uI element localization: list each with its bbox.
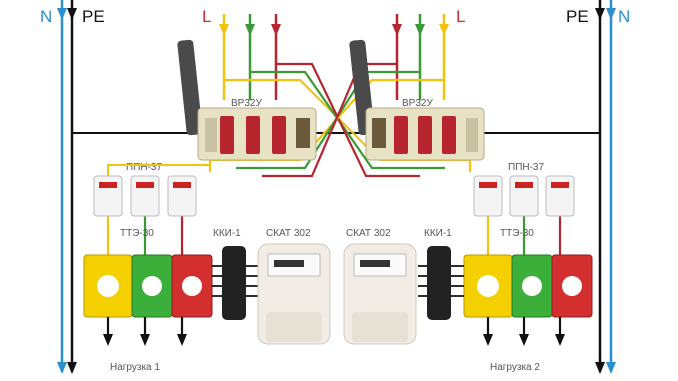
right-meter[interactable] [343,243,417,345]
left-pe-bus [67,0,77,374]
right-load-label: Нагрузка 2 [490,362,540,373]
left-block-label: ККИ-1 [213,228,241,239]
left-current-transformers[interactable] [83,254,213,318]
right-switch-label: ВР32У [402,98,433,109]
left-pe-label: PE [82,7,105,26]
left-fuse-label: ППН-37 [126,162,162,173]
left-l-label: L [202,7,211,26]
right-pe-label: PE [566,7,589,26]
right-fuse-label: ППН-37 [508,162,544,173]
right-l-label: L [456,7,465,26]
left-fuses[interactable] [93,164,210,258]
right-fuses[interactable] [473,175,575,258]
right-load-arrows [483,317,565,346]
left-n-label: N [40,7,52,26]
right-switch-vr32u[interactable] [349,39,485,161]
right-ct-label: ТТЭ-30 [500,228,534,239]
left-switch-vr32u[interactable] [177,39,317,161]
left-ct-label: ТТЭ-30 [120,228,154,239]
right-n-label: N [618,7,630,26]
right-meter-label: СКАТ 302 [346,228,391,239]
right-neutral-bus [606,0,616,374]
right-block-label: ККИ-1 [424,228,452,239]
left-meter-label: СКАТ 302 [266,228,311,239]
right-phase-wires [392,14,449,100]
left-neutral-bus [57,0,67,374]
right-current-transformers[interactable] [463,254,593,318]
left-test-block[interactable] [222,246,246,320]
left-phase-wires [219,14,281,100]
right-test-block[interactable] [427,246,451,320]
left-load-label: Нагрузка 1 [110,362,160,373]
right-pe-bus [595,0,605,374]
left-load-arrows [103,317,187,346]
left-switch-label: ВР32У [231,98,262,109]
left-meter[interactable] [257,243,331,345]
signal-lines [212,265,464,297]
